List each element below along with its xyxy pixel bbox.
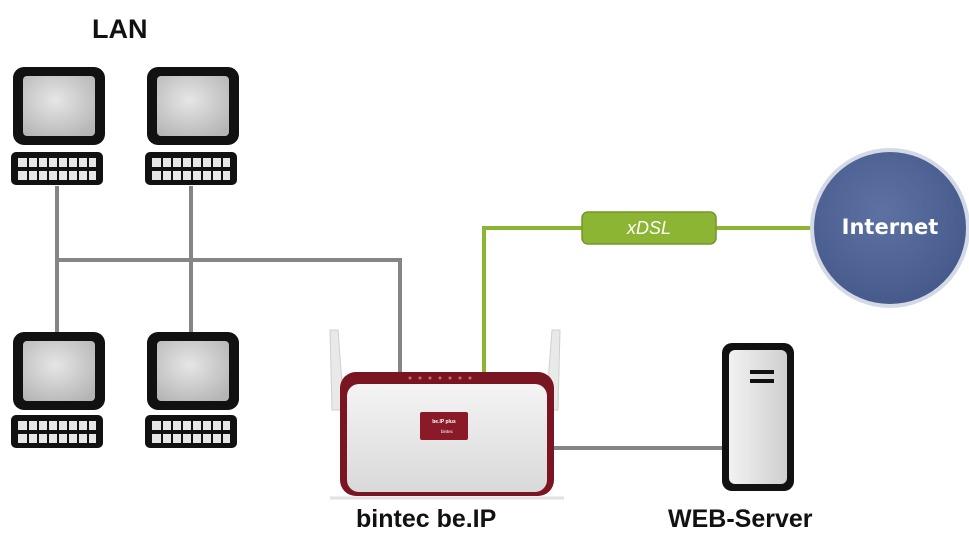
xdsl-label: xDSL	[626, 218, 671, 238]
lan-computer-top-right	[145, 67, 239, 185]
lan-cable-to-router	[57, 258, 402, 372]
router-badge-sub: bintec	[441, 429, 454, 434]
server-drive-slot	[750, 379, 774, 383]
monitor-screen	[157, 341, 229, 401]
web-server-label: WEB-Server	[668, 505, 813, 533]
xdsl-cable-from-router	[482, 226, 582, 372]
router-device: be.IP plus bintec	[329, 329, 564, 500]
server-drive-slot	[750, 370, 774, 374]
router-badge	[420, 412, 468, 440]
router-badge-text: be.IP plus	[432, 419, 456, 425]
internet-globe	[810, 148, 969, 308]
lan-computer-top-left	[11, 67, 105, 185]
internet-label: Internet	[841, 215, 939, 239]
xdsl-badge	[581, 211, 717, 245]
xdsl-cabling	[482, 226, 816, 372]
router-label: bintec be.IP	[356, 505, 497, 533]
monitor-screen	[23, 76, 95, 136]
server-front	[729, 350, 787, 484]
monitor-screen	[157, 76, 229, 136]
lan-computer-bottom-left	[11, 332, 105, 448]
monitor-screen	[23, 341, 95, 401]
lan-computer-bottom-right	[145, 332, 239, 448]
lan-label: LAN	[92, 14, 148, 44]
web-server-device	[722, 343, 794, 491]
lan-cabling	[55, 186, 722, 450]
